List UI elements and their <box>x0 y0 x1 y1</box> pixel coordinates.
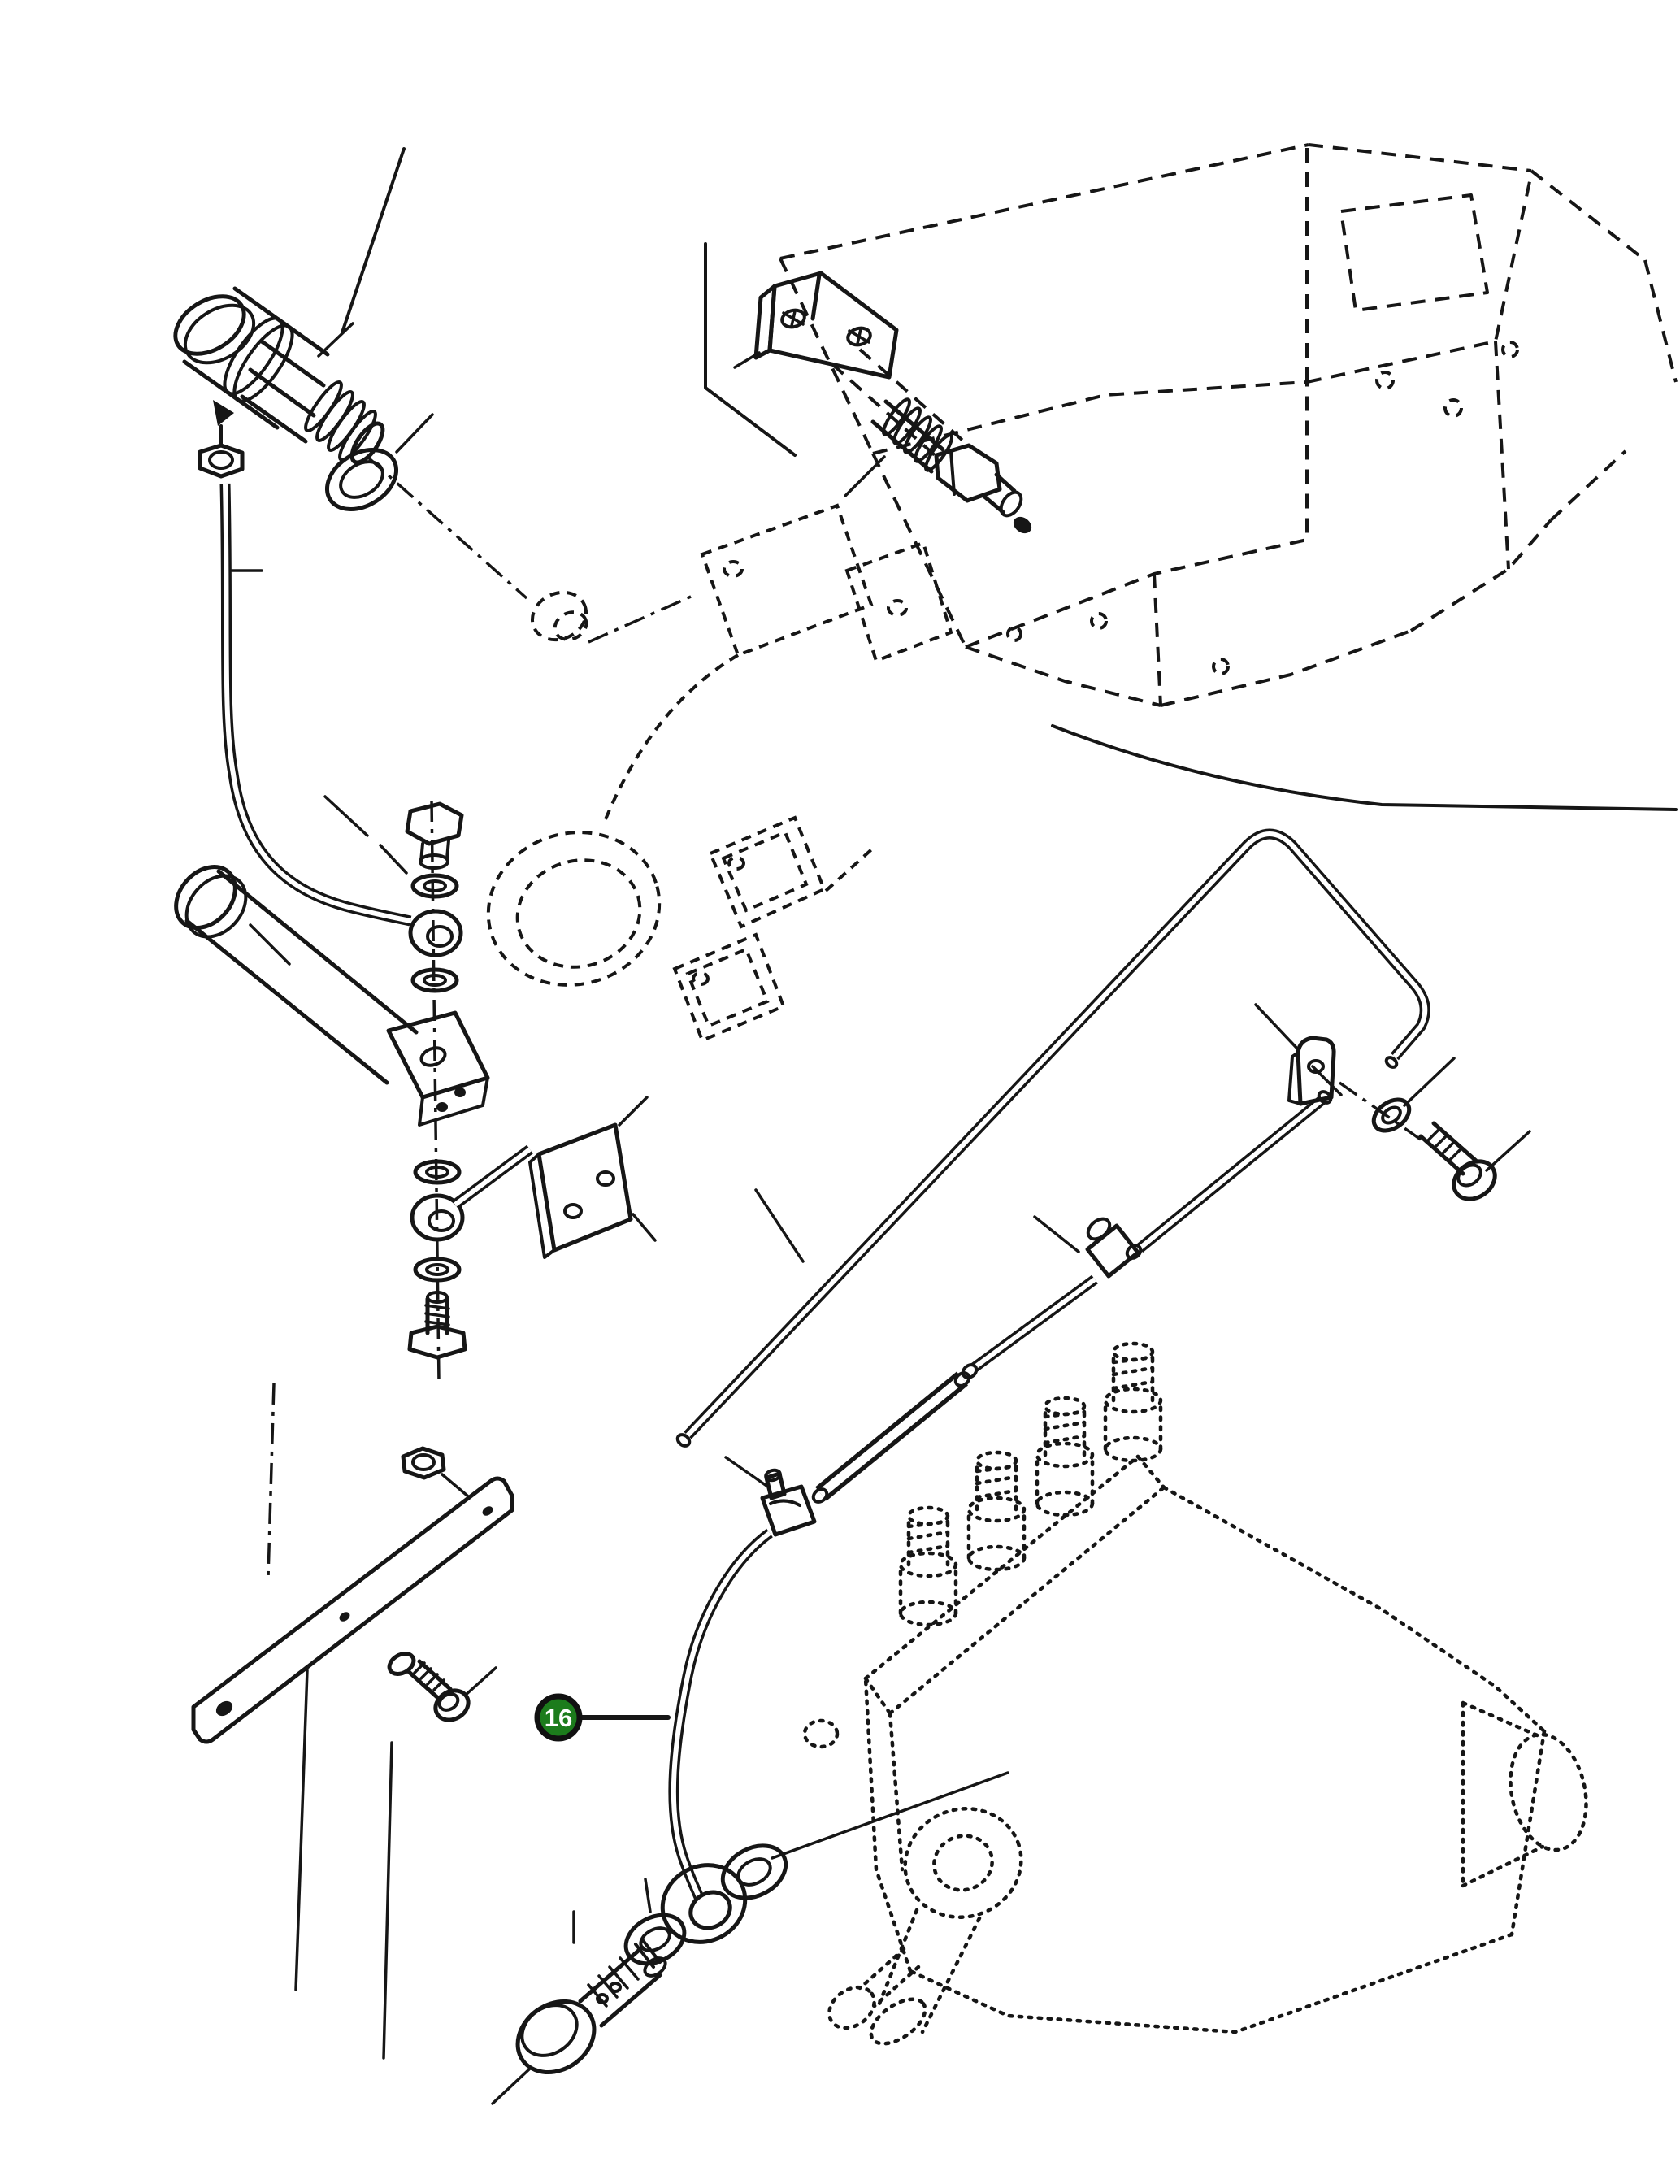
frame-hole <box>1006 626 1022 642</box>
banjo-washer <box>623 1913 687 1966</box>
turbo-inlet <box>486 831 662 987</box>
sealing-washer <box>324 448 399 511</box>
solenoid-cap <box>174 865 237 930</box>
leader-line <box>724 1456 771 1489</box>
banjo-washer <box>413 1257 462 1283</box>
banjo-stack-lower <box>407 1144 533 1360</box>
solenoid-port <box>419 1046 447 1067</box>
sender-pipe <box>219 483 412 927</box>
lower-banjo-bolt-head <box>515 1999 597 2075</box>
bracket-hole <box>780 308 806 329</box>
sender-cap <box>173 294 246 356</box>
pipe-end-ferrule <box>675 1433 692 1448</box>
banjo-washer <box>720 1843 788 1900</box>
leader-line <box>379 844 408 875</box>
frame-hole <box>1090 612 1108 630</box>
banjo-union <box>410 1193 465 1242</box>
frame-hole <box>1212 658 1230 675</box>
manifold-reference <box>486 503 953 1043</box>
strap-hole <box>215 1700 233 1717</box>
leader-line <box>395 413 434 454</box>
leader-line <box>733 351 761 369</box>
banjo-washer <box>410 873 459 899</box>
banjo-union <box>408 909 463 957</box>
leader-line <box>1403 1057 1456 1107</box>
plate-hole <box>563 1203 583 1219</box>
centerline <box>366 455 528 600</box>
shutoff-solenoid <box>174 865 490 1127</box>
callout-16[interactable]: 16 <box>534 1693 671 1742</box>
banjo-washer <box>410 967 459 993</box>
leader-line <box>491 2067 532 2105</box>
pipe-clamp <box>760 1484 817 1537</box>
leader-line <box>1033 1215 1080 1253</box>
injection-pump-reference <box>802 1344 1588 2046</box>
threaded-end <box>349 421 385 465</box>
leader-line <box>323 795 369 837</box>
leader-line <box>249 923 291 966</box>
banjo-bolt-head <box>405 801 464 846</box>
pipe-union <box>1085 1223 1140 1279</box>
hex-nut <box>401 1446 446 1480</box>
manifold-fitting <box>530 590 588 642</box>
sender-tip <box>1013 516 1032 534</box>
lower-banjo-hardware <box>491 1771 1009 2105</box>
banjo-bolt-head <box>407 1324 467 1360</box>
leader-line <box>463 1666 497 1697</box>
hex-bolt-head <box>1452 1159 1497 1201</box>
leader-line <box>1254 1003 1300 1051</box>
leader-line <box>644 1878 652 1913</box>
leader-line <box>844 455 886 497</box>
union-nut <box>198 443 245 479</box>
section-boundary-lines <box>341 147 1678 811</box>
leader-line <box>754 1188 805 1263</box>
pipe-bracket-tab <box>1296 1036 1336 1106</box>
leader-line <box>1485 1130 1531 1172</box>
thermo-sender <box>844 397 1032 534</box>
solenoid-body-hex <box>386 1010 490 1100</box>
mounting-plate <box>528 1096 657 1259</box>
pipe-end-ferrule <box>1384 1056 1399 1069</box>
strap-hole <box>339 1612 350 1622</box>
hex-collar <box>240 339 326 444</box>
pressure-sender-assembly <box>173 286 692 644</box>
pipe-mounting-hardware <box>1254 1003 1531 1201</box>
terminal <box>213 400 234 426</box>
frame-hole <box>1375 371 1395 390</box>
leader-line <box>382 1741 393 2060</box>
mounting-bracket <box>733 271 899 380</box>
lower-banjo-bolt-shaft <box>578 1945 662 2028</box>
leader-line <box>1311 1065 1343 1096</box>
plate-hole <box>596 1170 615 1187</box>
frame-hole <box>1443 398 1463 418</box>
leader-line <box>618 1096 649 1127</box>
leader-line <box>771 1771 1009 1860</box>
callout-balloon[interactable] <box>534 1693 583 1742</box>
strap-hole <box>482 1506 493 1516</box>
frame-hole <box>1501 341 1519 358</box>
leader-line <box>317 322 354 358</box>
bracket-hole <box>846 326 872 347</box>
callout-label: 16 <box>545 1704 572 1732</box>
tab-hole <box>1307 1059 1325 1074</box>
screw-washer <box>387 1652 416 1676</box>
leader-line <box>294 1669 309 1991</box>
pump-stud <box>857 1947 921 2008</box>
centerline <box>267 1383 276 1578</box>
banjo-washer <box>413 1159 462 1185</box>
leader-line <box>441 1473 470 1498</box>
pump-boss <box>1509 1732 1588 1852</box>
cab-frame-reference <box>779 143 1678 707</box>
fuel-pipe <box>660 828 1430 1944</box>
centerline <box>1338 1081 1422 1141</box>
banjo-stack-upper <box>323 795 464 1383</box>
pump-ear <box>802 1718 840 1749</box>
support-strap <box>191 1383 514 2060</box>
pump-flange <box>903 1807 1023 1919</box>
centerline <box>588 595 692 644</box>
leader-line <box>632 1213 657 1242</box>
